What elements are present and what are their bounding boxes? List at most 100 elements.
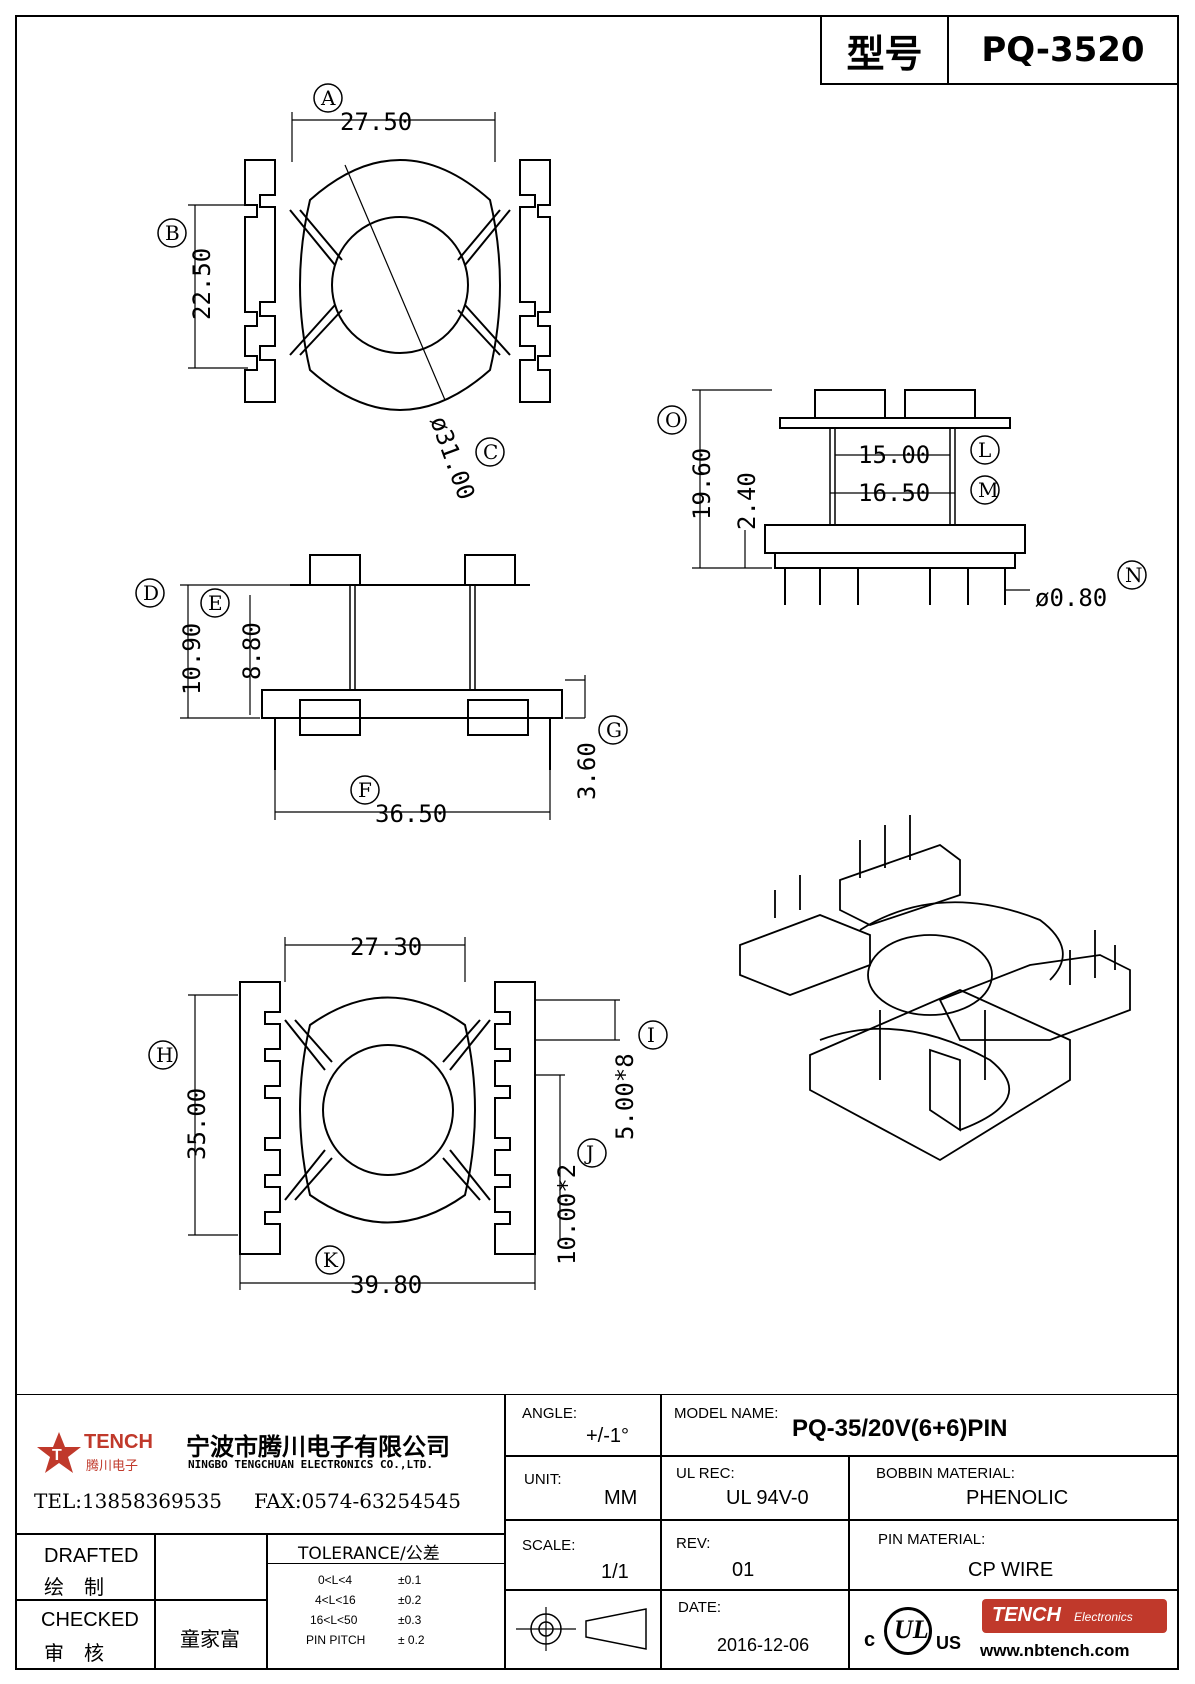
website[interactable]: www.nbtench.com	[980, 1641, 1130, 1660]
checked-cn: 审 核	[44, 1641, 104, 1665]
callout-F: F	[358, 778, 372, 802]
dim-P: 2.40	[733, 472, 761, 530]
callout-O: O	[665, 408, 681, 432]
callout-B: B	[165, 221, 180, 245]
side-view: 10.90 8.80 36.50 3.60 D E F G	[135, 554, 628, 828]
top-view: 27.50 22.50 ø31.00 A B C	[157, 83, 551, 504]
company-name-cn: 宁波市腾川电子有限公司	[186, 1433, 450, 1461]
svg-text:T: T	[52, 1447, 62, 1464]
drafted-cn: 绘 制	[44, 1575, 104, 1599]
callout-M: M	[978, 478, 998, 502]
dim-C: ø31.00	[424, 412, 480, 503]
checked-name-cell: 童家富	[155, 1600, 267, 1670]
callout-L: L	[978, 438, 991, 462]
dim-E: 8.80	[238, 622, 266, 680]
drafted-name-cell	[155, 1534, 267, 1600]
tol-range-1: 0<L<4	[318, 1573, 353, 1587]
tolerance-label: TOLERANCE/公差	[298, 1544, 440, 1564]
model-name-label: MODEL NAME:	[674, 1405, 779, 1422]
title-block: 型号 PQ-3520	[820, 15, 1179, 85]
pin-material-value: CP WIRE	[968, 1559, 1054, 1581]
callout-C: C	[483, 440, 498, 464]
rev-value: 01	[732, 1559, 755, 1581]
tench-brand-badge: TENCH Electronics	[982, 1599, 1167, 1633]
dim-L: 15.00	[858, 441, 930, 469]
unit-value: MM	[604, 1487, 638, 1509]
date-label: DATE:	[678, 1599, 722, 1616]
brand: TENCH	[992, 1604, 1061, 1626]
dim-J: 10.00*2	[553, 1164, 581, 1265]
ul-rec-cell: UL REC: UL 94V-0	[661, 1456, 849, 1520]
callout-G: G	[606, 718, 622, 742]
date-value: 2016-12-06	[717, 1635, 810, 1655]
drafted-en: DRAFTED	[44, 1545, 139, 1567]
tel: TEL:13858369535	[34, 1489, 222, 1513]
tolerance-cell: TOLERANCE/公差 0<L<4 ±0.1 4<L<16 ±0.2 16<L…	[267, 1534, 505, 1670]
pin-material-label: PIN MATERIAL:	[878, 1531, 986, 1548]
dim-T: 27.30	[350, 933, 422, 961]
dim-F: 36.50	[375, 800, 447, 828]
callout-I: I	[647, 1023, 655, 1047]
dim-G: 3.60	[573, 742, 601, 800]
tol-value-1: ±0.1	[398, 1573, 422, 1587]
unit-label: UNIT:	[524, 1471, 562, 1488]
company-cell: T TENCH 腾川电子 宁波市腾川电子有限公司 NINGBO TENGCHUA…	[15, 1394, 505, 1534]
bottom-view: 27.30 35.00 5.00*8 10.00*2 39.80 H I J K	[148, 933, 668, 1299]
unit-cell: UNIT: MM	[505, 1456, 661, 1520]
fax: FAX:0574-63254545	[254, 1489, 462, 1513]
checked-name: 童家富	[180, 1627, 240, 1651]
brand-sub: Electronics	[1074, 1610, 1133, 1624]
angle-cell: ANGLE: +/-1°	[505, 1394, 661, 1456]
logo-cell: c UL US TENCH Electronics www.nbtench.co…	[849, 1590, 1179, 1670]
bobbin-material-value: PHENOLIC	[966, 1487, 1069, 1509]
dim-N: ø0.80	[1035, 584, 1107, 612]
tol-range-2: 4<L<16	[315, 1593, 356, 1607]
scale-label: SCALE:	[522, 1537, 576, 1554]
dim-K: 39.80	[350, 1271, 422, 1299]
dim-A: 27.50	[340, 108, 412, 136]
model-name-value: PQ-35/20V(6+6)PIN	[792, 1415, 1008, 1442]
projection-symbol-icon	[516, 1607, 647, 1651]
date-cell: DATE: 2016-12-06	[661, 1590, 849, 1670]
dim-H: 35.00	[183, 1088, 211, 1160]
dim-D: 10.90	[178, 623, 206, 695]
drafted-label-cell: DRAFTED 绘 制	[15, 1534, 155, 1600]
angle-label: ANGLE:	[522, 1405, 578, 1422]
isometric-view	[739, 815, 1131, 1162]
tol-range-3: 16<L<50	[310, 1613, 358, 1627]
bobbin-material-label: BOBBIN MATERIAL:	[876, 1465, 1015, 1482]
callout-N: N	[1125, 563, 1143, 587]
angle-value: +/-1°	[586, 1425, 630, 1447]
dim-I: 5.00*8	[611, 1053, 639, 1140]
callout-J: J	[584, 1141, 594, 1165]
company-name-en: NINGBO TENGCHUAN ELECTRONICS CO.,LTD.	[188, 1458, 434, 1471]
scale-cell: SCALE: 1/1	[505, 1520, 661, 1590]
ul-rec-value: UL 94V-0	[726, 1487, 809, 1509]
scale-value: 1/1	[601, 1561, 629, 1583]
callout-H: H	[156, 1043, 173, 1067]
checked-en: CHECKED	[41, 1609, 139, 1631]
logo-text: TENCH	[84, 1431, 153, 1453]
tol-value-4: ± 0.2	[398, 1633, 425, 1647]
callout-K: K	[323, 1248, 339, 1272]
tol-value-3: ±0.3	[398, 1613, 422, 1627]
logo-sub: 腾川电子	[86, 1459, 139, 1474]
tol-value-2: ±0.2	[398, 1593, 422, 1607]
dim-M: 16.50	[858, 479, 930, 507]
checked-label-cell: CHECKED 审 核	[15, 1600, 155, 1670]
bobbin-material-cell: BOBBIN MATERIAL: PHENOLIC	[849, 1456, 1179, 1520]
dim-B: 22.50	[188, 248, 216, 320]
technical-drawing: 27.50 22.50 ø31.00 A B C 10.90 8.80 36.5…	[135, 83, 1147, 1299]
projection-symbol-cell	[505, 1590, 661, 1670]
title-block-table: T TENCH 腾川电子 宁波市腾川电子有限公司 NINGBO TENGCHUA…	[15, 1394, 1179, 1670]
rev-label: REV:	[676, 1535, 711, 1552]
callout-D: D	[143, 581, 159, 605]
rev-cell: REV: 01	[661, 1520, 849, 1590]
type-label: 型号	[822, 17, 949, 83]
ul-c: c	[864, 1629, 876, 1651]
ul-certification-icon: c UL US	[862, 1603, 962, 1659]
model-name-cell: MODEL NAME: PQ-35/20V(6+6)PIN	[661, 1394, 1179, 1456]
callout-A: A	[320, 86, 336, 110]
tol-range-4: PIN PITCH	[306, 1633, 366, 1647]
dim-O: 19.60	[688, 448, 716, 520]
